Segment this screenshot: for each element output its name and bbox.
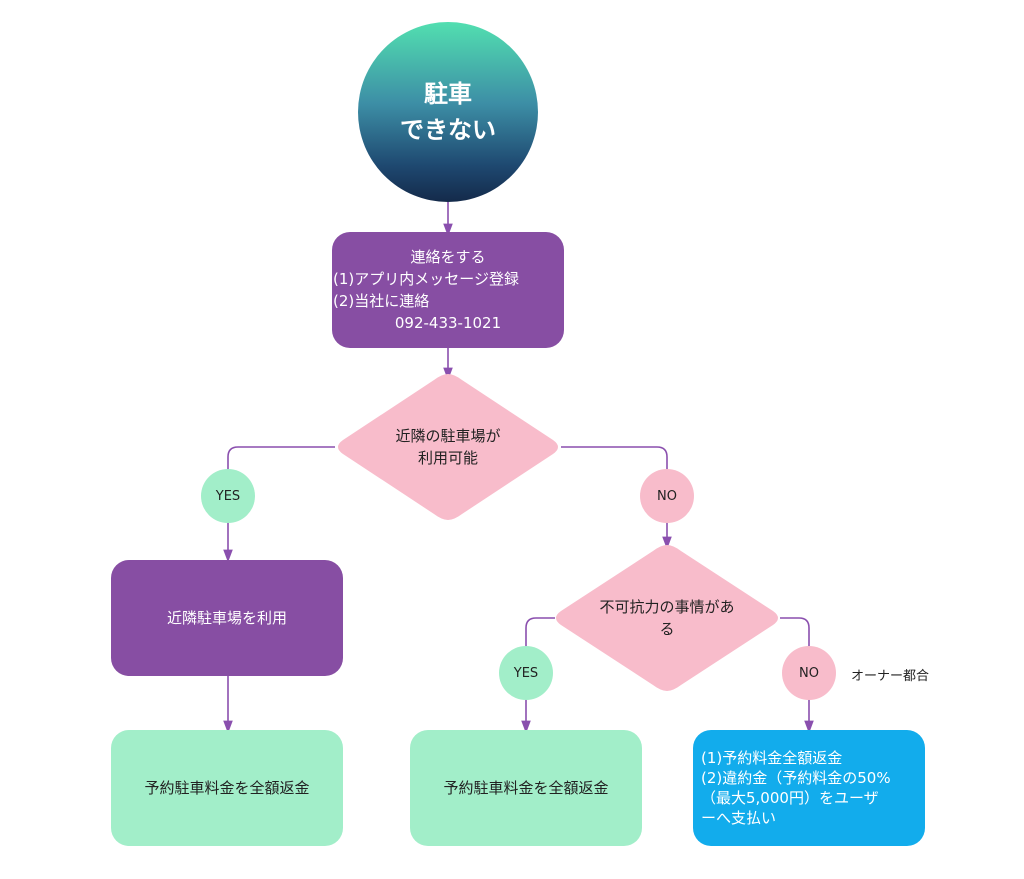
decision-force-majeure-shape [556,545,778,691]
decision-force-majeure: 不可抗力の事情があ る [575,596,759,640]
owner-reason-annotation: オーナー都合 [851,669,930,684]
decision1-yes-badge: YES [201,469,255,523]
use-nearby-parking-label: 近隣駐車場を利用 [166,609,287,627]
connector-decision2-yes [521,617,555,734]
start-line1: 駐車 [424,80,472,108]
decision-nearby-parking: 近隣の駐車場が 利用可能 [360,425,536,469]
owner-compensation-box: (1)予約料金全額返金 (2)違約金（予約料金の50% （最大5,000円）をユ… [693,730,925,846]
contact-step-1: (1)アプリ内メッセージ登録 [333,270,519,288]
contact-phone: 092-433-1021 [394,314,502,332]
owner-box-line1: (1)予約料金全額返金 [701,749,843,767]
owner-box-line2: (2)違約金（予約料金の50% [701,769,891,787]
connector-decision2-no [780,617,814,734]
decision2-line1: 不可抗力の事情があ [599,598,735,616]
decision1-line2: 利用可能 [417,449,478,467]
use-nearby-parking-box: 近隣駐車場を利用 [111,560,343,676]
decision1-line1: 近隣の駐車場が [395,427,501,445]
owner-box-line3: （最大5,000円）をユーザ [701,789,879,807]
full-refund-middle-label: 予約駐車料金を全額返金 [443,779,609,797]
start-node: 駐車 できない [358,22,538,202]
decision2-yes-badge: YES [499,646,553,700]
start-line2: できない [400,116,496,144]
decision2-no-badge: NO [782,646,836,700]
contact-title: 連絡をする [410,248,486,266]
decision2-line2: る [659,620,675,638]
full-refund-left-label: 予約駐車料金を全額返金 [144,779,310,797]
full-refund-box-left: 予約駐車料金を全額返金 [111,730,343,846]
owner-box-line4: ーへ支払い [701,809,777,827]
decision1-no-badge: NO [640,469,694,523]
contact-box: 連絡をする (1)アプリ内メッセージ登録 (2)当社に連絡 092-433-10… [332,232,564,348]
decision-nearby-parking-shape [338,374,558,520]
contact-step-2: (2)当社に連絡 [333,292,430,310]
full-refund-box-middle: 予約駐車料金を全額返金 [410,730,642,846]
connector-decision1-yes [223,446,335,563]
connector-decision1-no [561,446,672,550]
